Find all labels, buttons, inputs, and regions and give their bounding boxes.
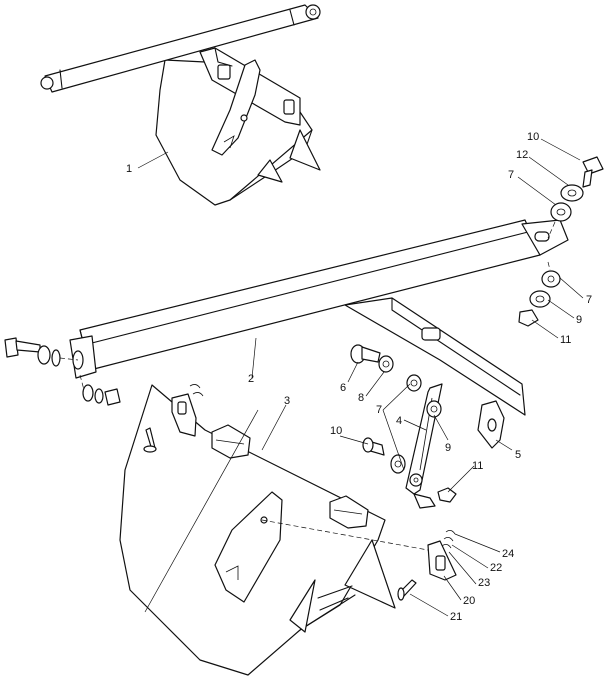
callout-6: 6 — [340, 382, 346, 394]
callout-3: 3 — [284, 395, 290, 407]
callout-7-center: 7 — [376, 404, 382, 416]
callout-7-top: 7 — [508, 169, 514, 181]
callout-4: 4 — [396, 415, 402, 427]
large-plate — [119, 384, 429, 676]
callout-12: 12 — [516, 149, 528, 161]
callout-21: 21 — [450, 611, 462, 623]
callout-labels: 1 10 12 7 7 9 11 2 6 8 3 7 4 10 9 5 11 2… — [126, 131, 592, 623]
callout-10-top: 10 — [527, 131, 539, 143]
leader-lines — [137, 138, 584, 617]
center-fasteners — [350, 344, 505, 509]
callout-9-center: 9 — [445, 442, 451, 454]
callout-20: 20 — [463, 595, 475, 607]
callout-2: 2 — [248, 373, 254, 385]
callout-11-right: 11 — [560, 334, 571, 346]
callout-24: 24 — [502, 548, 514, 560]
callout-8: 8 — [358, 392, 364, 404]
callout-23: 23 — [478, 577, 490, 589]
main-tube — [69, 219, 569, 416]
callout-7-right: 7 — [586, 294, 592, 306]
callout-11-center: 11 — [472, 460, 483, 472]
callout-5: 5 — [515, 449, 521, 461]
upper-assembly — [40, 4, 321, 206]
callout-9-right: 9 — [576, 314, 582, 326]
lower-right-fasteners — [397, 530, 457, 601]
callout-1: 1 — [126, 163, 132, 175]
right-top-fasteners — [518, 156, 604, 327]
left-fasteners — [4, 337, 121, 406]
callout-22: 22 — [490, 562, 502, 574]
callout-10-center: 10 — [330, 425, 342, 437]
